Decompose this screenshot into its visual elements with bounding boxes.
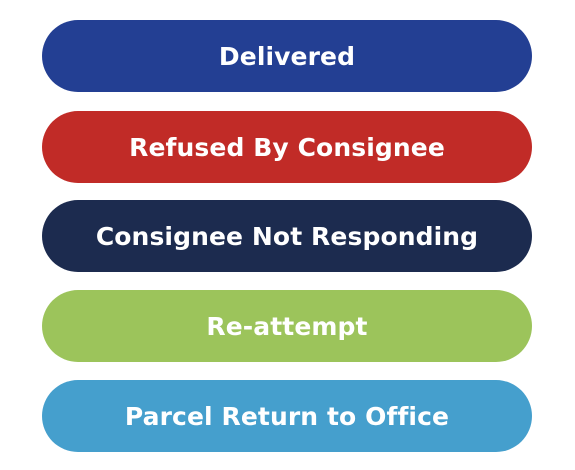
parcel-return-to-office-button-label: Parcel Return to Office — [124, 401, 450, 431]
refused-by-consignee-button-label: Refused By Consignee — [129, 132, 445, 162]
parcel-return-to-office-button[interactable]: Parcel Return to Office — [42, 380, 532, 452]
consignee-not-responding-button-label: Consignee Not Responding — [95, 221, 479, 251]
re-attempt-button-label: Re-attempt — [206, 311, 368, 341]
re-attempt-button[interactable]: Re-attempt — [42, 290, 532, 362]
consignee-not-responding-button[interactable]: Consignee Not Responding — [42, 200, 532, 272]
refused-by-consignee-button[interactable]: Refused By Consignee — [42, 111, 532, 183]
delivered-button[interactable]: Delivered — [42, 20, 532, 92]
delivered-button-label: Delivered — [218, 41, 356, 71]
